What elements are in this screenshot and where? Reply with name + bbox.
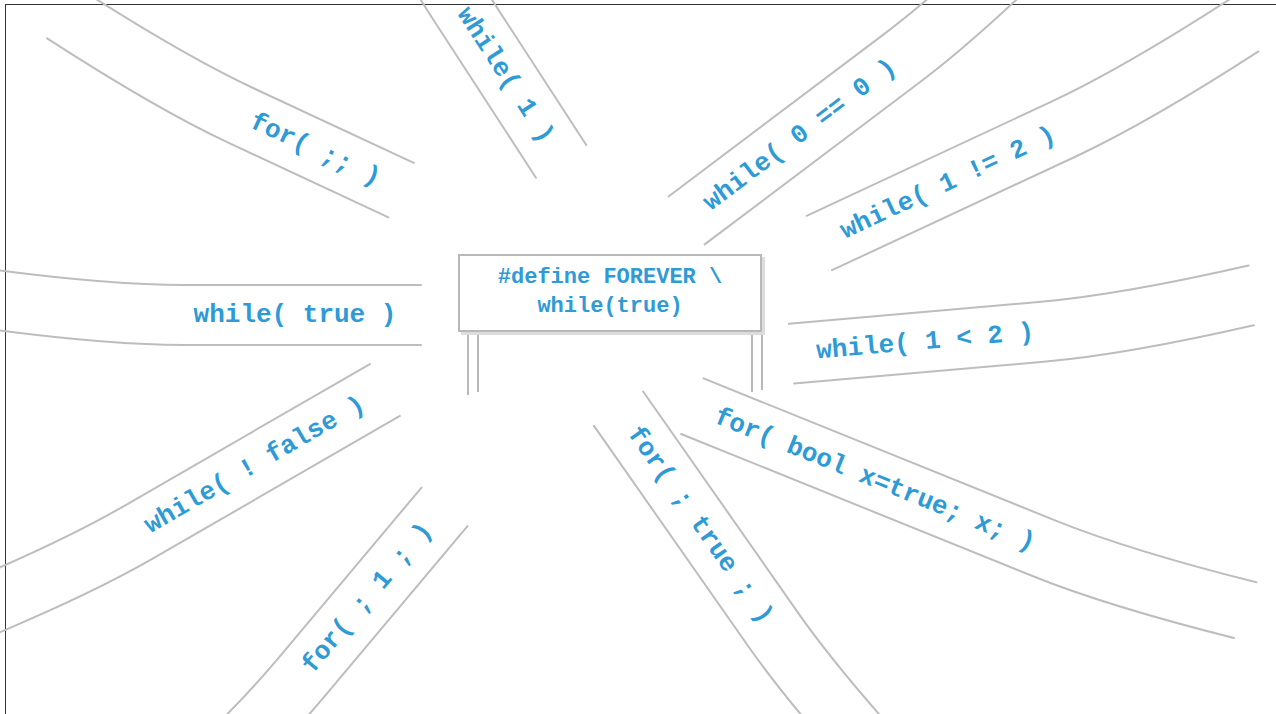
road-label: while( 1 < 2 ) — [815, 320, 1035, 365]
road-label: for( ;; ) — [246, 109, 384, 192]
road — [0, 267, 421, 345]
road — [658, 0, 1087, 244]
sign-board: #define FOREVER \ while(true) — [458, 254, 762, 332]
road-label: while( true ) — [194, 302, 397, 328]
road — [787, 266, 1255, 384]
road-label: while( 1 != 2 ) — [836, 122, 1059, 244]
road-label: while( 0 == 0 ) — [699, 54, 902, 216]
sign-text: #define FOREVER \ while(true) — [470, 264, 750, 321]
road-label: while( 1 ) — [452, 2, 559, 147]
road — [318, 0, 602, 178]
road-label: for( bool x=true; x; ) — [711, 404, 1039, 557]
road — [799, 0, 1266, 270]
road-label: while( ! false ) — [140, 391, 369, 538]
road-label: for( ; 1 ; ) — [298, 518, 438, 678]
road-label: for( ; true ; ) — [622, 422, 778, 629]
road — [39, 0, 421, 217]
frame — [6, 5, 1276, 714]
